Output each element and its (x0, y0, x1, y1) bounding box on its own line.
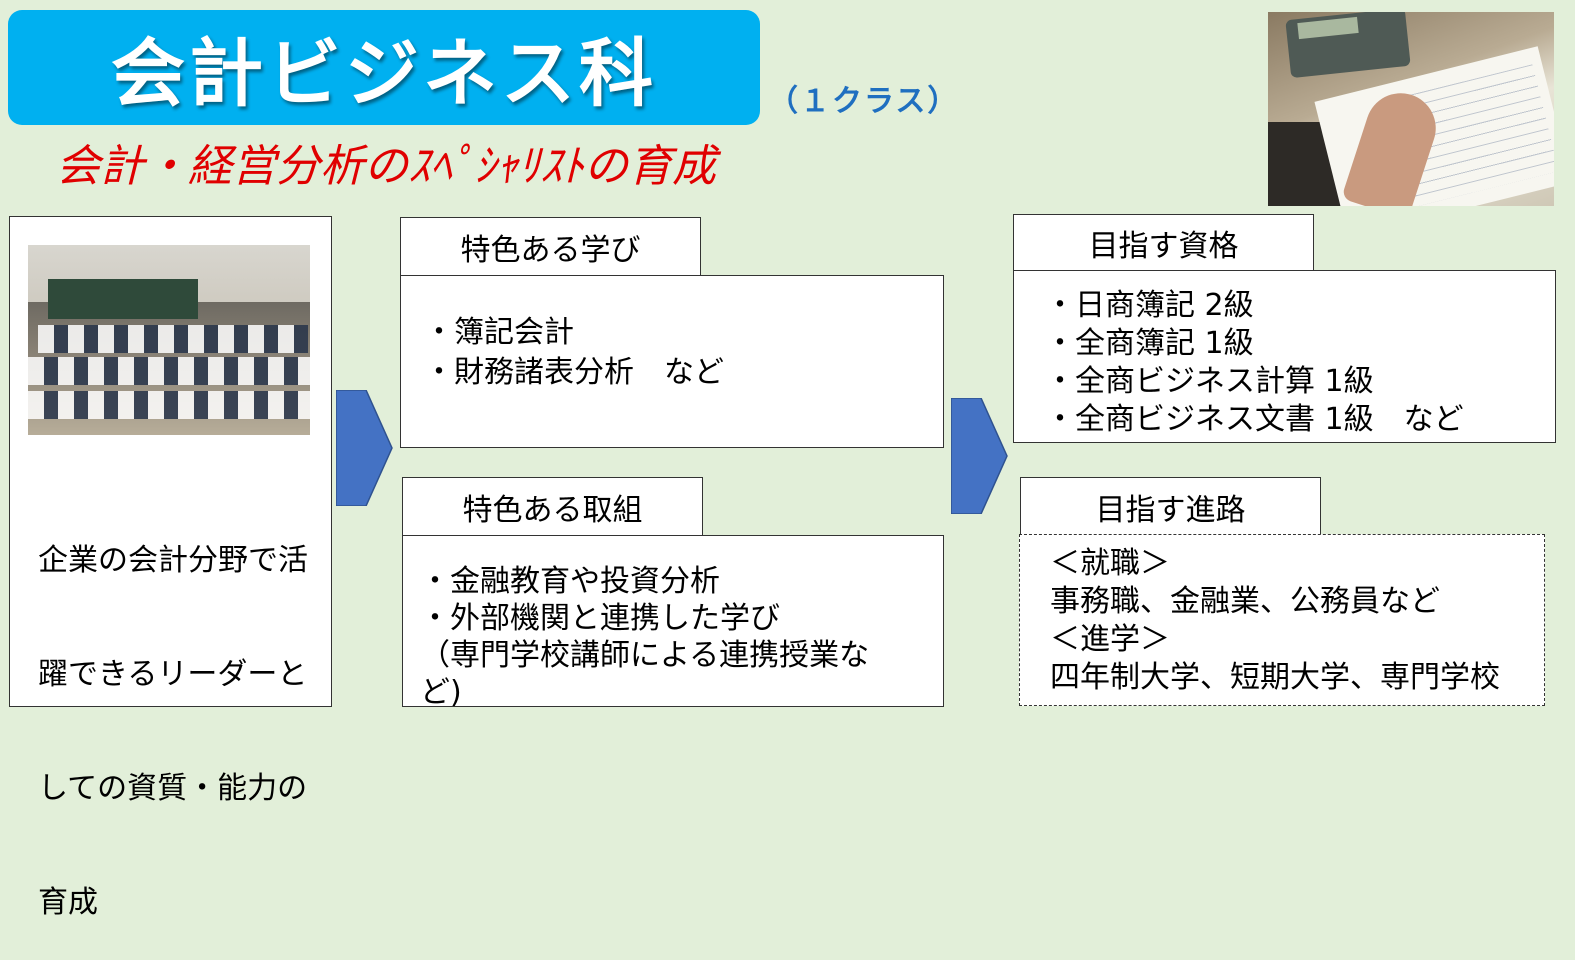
list-item: ・簿記会計 (424, 315, 574, 350)
career-list: ＜就職＞ 事務職、金融業、公務員など ＜進学＞ 四年制大学、短期大学、専門学校 (1050, 545, 1500, 697)
list-item: ・全商ビジネス計算 1級 (1045, 364, 1374, 399)
list-item: ・金融教育や投資分析 (420, 564, 720, 599)
list-item: ・外部機関と連携した学び (420, 601, 780, 636)
list-item: （専門学校講師による連携授業な (420, 638, 870, 673)
list-item: ＜就職＞ (1050, 546, 1170, 581)
list-item: ・全商簿記 1級 (1045, 326, 1254, 361)
learning-panel (400, 275, 944, 448)
title-banner: 会計ビジネス科 (8, 10, 760, 125)
list-item: 事務職、金融業、公務員など (1050, 584, 1440, 619)
list-item: ＜進学＞ (1050, 622, 1170, 657)
learning-list: ・簿記会計 ・財務諸表分析 など (424, 313, 724, 393)
learning-heading: 特色ある学び (400, 217, 701, 276)
goal-line: しての資質・能力の (38, 771, 308, 806)
activities-heading: 特色ある取組 (402, 477, 703, 536)
goal-line: 企業の会計分野で活 (38, 543, 308, 578)
list-item: ど) (420, 675, 462, 710)
goal-line: 育成 (38, 885, 98, 920)
classroom-photo (28, 245, 310, 435)
list-item: ・全商ビジネス文書 1級 など (1045, 402, 1464, 437)
qualifications-list: ・日商簿記 2級 ・全商簿記 1級 ・全商ビジネス計算 1級 ・全商ビジネス文書… (1045, 287, 1464, 439)
qualifications-heading: 目指す資格 (1013, 214, 1314, 272)
list-item: 四年制大学、短期大学、専門学校 (1050, 660, 1500, 695)
page-subtitle: 会計・経営分析のｽﾍﾟｼｬﾘｽﾄの育成 (56, 141, 716, 192)
activities-list: ・金融教育や投資分析 ・外部機関と連携した学び （専門学校講師による連携授業な … (420, 563, 869, 711)
flow-arrow (336, 390, 394, 506)
list-item: ・財務諸表分析 など (424, 355, 724, 390)
page-title: 会計ビジネス科 (111, 31, 657, 117)
flow-arrow (951, 398, 1009, 514)
activities-panel (402, 535, 944, 707)
career-heading: 目指す進路 (1020, 477, 1321, 536)
career-panel (1019, 534, 1545, 706)
qualifications-panel (1013, 270, 1556, 443)
department-goal-text: 企業の会計分野で活 躍できるリーダーと しての資質・能力の 育成 (38, 466, 308, 960)
goal-line: 躍できるリーダーと (38, 657, 308, 692)
list-item: ・日商簿記 2級 (1045, 288, 1254, 323)
accounting-study-photo (1268, 12, 1554, 206)
class-count-note: （１クラス） (768, 84, 960, 119)
